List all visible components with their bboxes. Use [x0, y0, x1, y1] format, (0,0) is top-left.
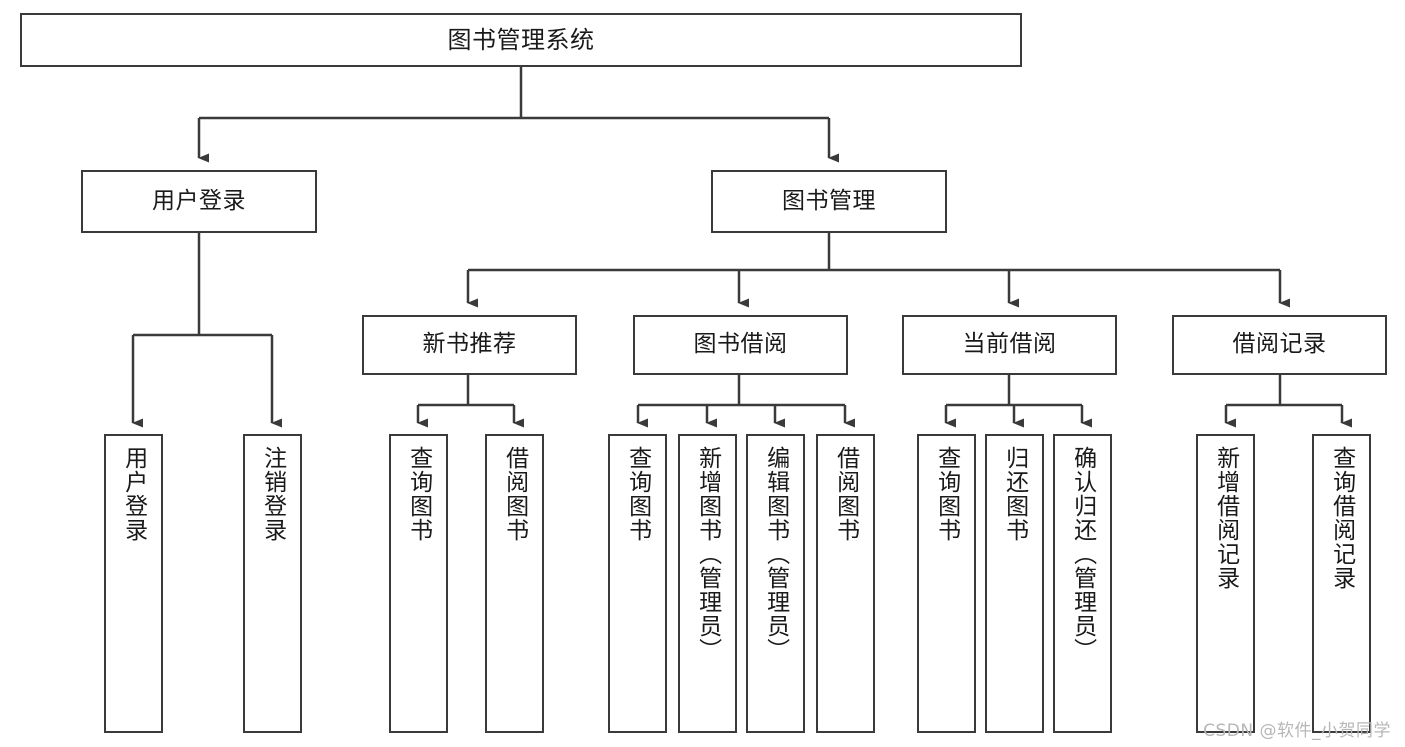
node-leaf-query-book-3[interactable]: 查询图书 — [917, 434, 976, 733]
node-leaf-add-record-label: 新增借阅记录 — [1212, 446, 1239, 590]
node-root[interactable]: 图书管理系统 — [20, 13, 1022, 67]
node-leaf-query-book-3-label: 查询图书 — [933, 446, 960, 542]
node-leaf-return-book[interactable]: 归还图书 — [985, 434, 1044, 733]
node-leaf-user-login[interactable]: 用户登录 — [104, 434, 163, 733]
node-current-borrow[interactable]: 当前借阅 — [902, 315, 1117, 375]
node-current-borrow-label: 当前借阅 — [962, 331, 1057, 358]
node-leaf-borrow-book-2[interactable]: 借阅图书 — [816, 434, 875, 733]
node-leaf-query-book-2[interactable]: 查询图书 — [608, 434, 667, 733]
node-leaf-add-book-label: 新增图书（管理员） — [694, 446, 721, 662]
node-leaf-add-book[interactable]: 新增图书（管理员） — [678, 434, 737, 733]
node-leaf-user-logout-label: 注销登录 — [259, 446, 286, 542]
node-book-borrow[interactable]: 图书借阅 — [633, 315, 848, 375]
node-leaf-query-book-2-label: 查询图书 — [624, 446, 651, 542]
node-user-login-label: 用户登录 — [152, 187, 246, 214]
node-leaf-query-record[interactable]: 查询借阅记录 — [1312, 434, 1371, 733]
node-leaf-borrow-book-1-label: 借阅图书 — [501, 446, 528, 542]
node-leaf-edit-book[interactable]: 编辑图书（管理员） — [746, 434, 805, 733]
node-leaf-user-logout[interactable]: 注销登录 — [243, 434, 302, 733]
node-new-book-recommend-label: 新书推荐 — [422, 331, 517, 358]
node-leaf-confirm-return-label: 确认归还（管理员） — [1069, 446, 1096, 662]
node-leaf-query-book-1-label: 查询图书 — [405, 446, 432, 542]
node-borrow-record-label: 借阅记录 — [1232, 331, 1327, 358]
node-leaf-edit-book-label: 编辑图书（管理员） — [762, 446, 789, 662]
node-leaf-borrow-book-2-label: 借阅图书 — [832, 446, 859, 542]
watermark: CSDN @软件_小贺同学 — [1203, 721, 1391, 741]
node-leaf-query-record-label: 查询借阅记录 — [1328, 446, 1355, 590]
node-leaf-borrow-book-1[interactable]: 借阅图书 — [485, 434, 544, 733]
node-borrow-record[interactable]: 借阅记录 — [1172, 315, 1387, 375]
node-user-login[interactable]: 用户登录 — [81, 170, 317, 233]
node-book-borrow-label: 图书借阅 — [693, 331, 788, 358]
node-book-manage-label: 图书管理 — [782, 187, 876, 214]
node-root-label: 图书管理系统 — [447, 25, 595, 54]
node-book-manage[interactable]: 图书管理 — [711, 170, 947, 233]
node-leaf-return-book-label: 归还图书 — [1001, 446, 1028, 542]
node-leaf-confirm-return[interactable]: 确认归还（管理员） — [1053, 434, 1112, 733]
node-leaf-add-record[interactable]: 新增借阅记录 — [1196, 434, 1255, 733]
node-new-book-recommend[interactable]: 新书推荐 — [362, 315, 577, 375]
node-leaf-user-login-label: 用户登录 — [120, 446, 147, 542]
node-leaf-query-book-1[interactable]: 查询图书 — [389, 434, 448, 733]
